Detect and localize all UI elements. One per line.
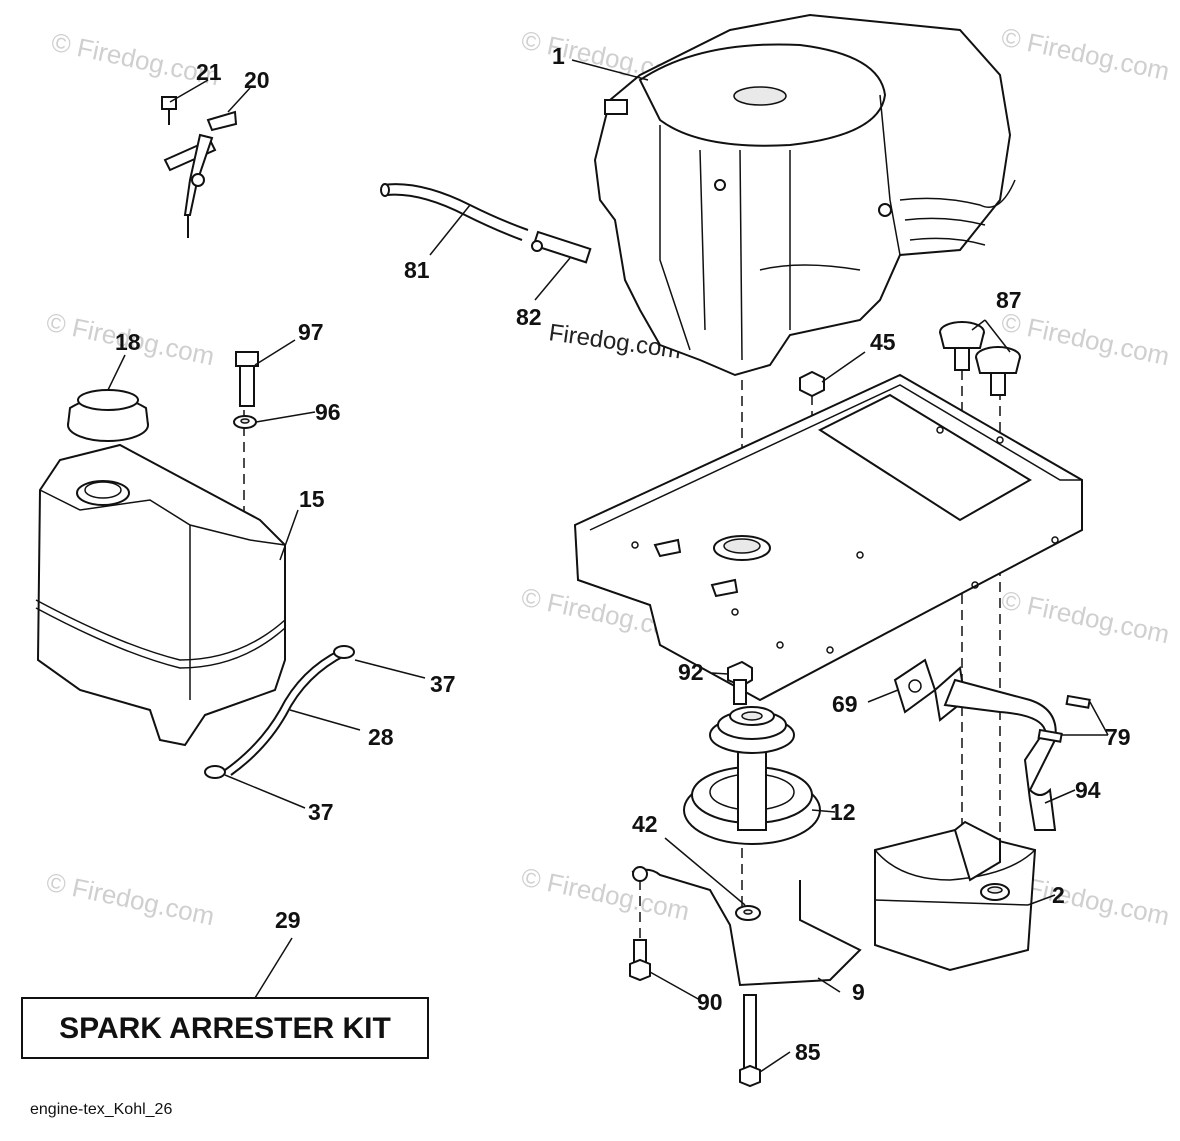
callout-2: 2 bbox=[1052, 882, 1065, 908]
callout-94: 94 bbox=[1075, 777, 1101, 803]
callout-28: 28 bbox=[368, 724, 394, 750]
watermark-text: © Firedog.com bbox=[519, 862, 692, 927]
callout-87: 87 bbox=[996, 287, 1022, 313]
diagram-caption: engine-tex_Kohl_26 bbox=[30, 1101, 172, 1118]
bolt-90-part bbox=[629, 939, 651, 982]
watermark-text: © Firedog.com bbox=[44, 867, 217, 932]
fuel-tank-part bbox=[35, 443, 286, 747]
chassis-plate-part bbox=[573, 373, 1083, 702]
pulley-part bbox=[683, 706, 821, 845]
callout-97: 97 bbox=[298, 319, 324, 345]
callout-69: 69 bbox=[832, 691, 858, 717]
throttle-bracket-part bbox=[161, 96, 238, 238]
callout-79: 79 bbox=[1105, 724, 1131, 750]
watermark-text: © Firedog.com bbox=[999, 22, 1172, 87]
callout-82: 82 bbox=[516, 304, 542, 330]
knob-parts bbox=[939, 321, 1021, 396]
callout-18: 18 bbox=[115, 329, 141, 355]
bolt-washer-part bbox=[233, 351, 259, 429]
callout-81: 81 bbox=[404, 257, 430, 283]
callout-12: 12 bbox=[830, 799, 856, 825]
callout-90: 90 bbox=[697, 989, 723, 1015]
callout-37-top: 37 bbox=[430, 671, 456, 697]
bolt-92-part bbox=[727, 660, 753, 705]
engine-part bbox=[593, 13, 1016, 377]
callout-9: 9 bbox=[852, 979, 865, 1005]
fuel-line-part bbox=[204, 645, 355, 779]
callout-92: 92 bbox=[678, 659, 704, 685]
leader-lines bbox=[107, 59, 1109, 1073]
callout-20: 20 bbox=[244, 67, 270, 93]
nut-part bbox=[799, 370, 825, 398]
hose-fitting-part bbox=[380, 183, 592, 264]
callout-42: 42 bbox=[632, 811, 658, 837]
callout-15: 15 bbox=[299, 486, 325, 512]
callout-45: 45 bbox=[870, 329, 896, 355]
washer-42-part bbox=[735, 905, 761, 921]
muffler-part bbox=[874, 820, 1037, 972]
bolt-85-part bbox=[739, 994, 761, 1088]
callout-1: 1 bbox=[552, 43, 565, 69]
spark-arrester-kit-box: SPARK ARRESTER KIT bbox=[21, 997, 429, 1059]
callout-29: 29 bbox=[275, 907, 301, 933]
fuel-cap-part bbox=[67, 389, 149, 442]
watermark-text: © Firedog.com bbox=[999, 585, 1172, 650]
rod-part bbox=[631, 866, 862, 987]
callout-85: 85 bbox=[795, 1039, 821, 1065]
callout-37-bottom: 37 bbox=[308, 799, 334, 825]
kit-label: SPARK ARRESTER KIT bbox=[59, 1012, 391, 1045]
callout-21: 21 bbox=[196, 59, 222, 85]
callout-96: 96 bbox=[315, 399, 341, 425]
callout-numbers: 1 2 9 12 15 18 20 21 28 29 37 37 42 45 6… bbox=[115, 43, 1131, 1065]
exhaust-parts bbox=[893, 658, 1091, 831]
watermark-text: © Firedog.com bbox=[999, 307, 1172, 372]
